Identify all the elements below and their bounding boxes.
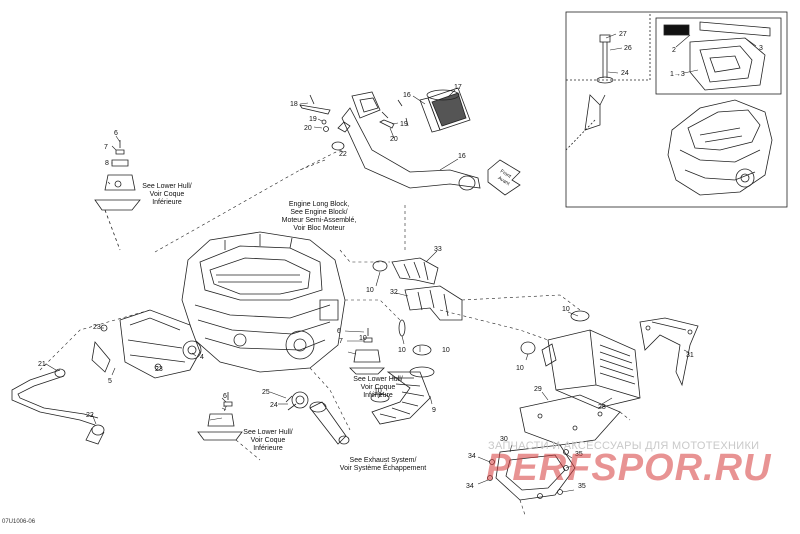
- callout-25: 27: [619, 31, 627, 38]
- callout-17: 20: [304, 125, 312, 132]
- vent-tube-part: [584, 34, 614, 131]
- callout-1-3: 1→3: [670, 71, 685, 78]
- intercooler-part: [541, 329, 641, 409]
- inset-cover-frame: [655, 17, 782, 95]
- callout-10-d: 10: [562, 306, 570, 313]
- note-engine-4: Voir Bloc Moteur: [293, 225, 345, 232]
- corrugated-hose-part: [371, 366, 435, 425]
- drain-hose-part: [11, 368, 99, 426]
- callout-5: 5: [108, 378, 112, 385]
- note-exhaust-1: See Exhaust System/: [350, 457, 417, 464]
- breather-parts: [299, 94, 409, 133]
- leader-lines: [45, 33, 757, 493]
- callout-3: 3: [759, 45, 763, 52]
- heat-shield-plate: [519, 394, 621, 446]
- engine-cover-part: [663, 21, 771, 91]
- note-lower-hull-top-1: See Lower Hull/: [142, 183, 191, 190]
- callout-10-b: 10: [398, 347, 406, 354]
- engine-mount-top: [94, 140, 141, 211]
- callout-10-g: 10: [359, 335, 367, 342]
- callout-10-e: 10: [516, 365, 524, 372]
- callout-22: 25: [262, 389, 270, 396]
- engine-mount-bottom: [197, 392, 243, 441]
- engine-mount-middle: [349, 328, 385, 375]
- callout-26: 28: [598, 404, 606, 411]
- callout-16-a: 19: [309, 116, 317, 123]
- callout-6-bottom: 6: [223, 393, 227, 400]
- callout-19-top: 22: [339, 151, 347, 158]
- callout-33: 34: [466, 483, 474, 490]
- note-engine-3: Moteur Semi-Assemblé,: [282, 217, 357, 224]
- callout-23-inset: 24: [621, 70, 629, 77]
- callout-27: 29: [534, 386, 542, 393]
- callout-19-bottom: 22: [86, 412, 94, 419]
- note-engine-2: See Engine Block/: [290, 209, 347, 216]
- callout-13: 17: [454, 84, 462, 91]
- air-filter-part: [419, 87, 471, 133]
- front-label: Front: [499, 169, 513, 181]
- inset-engine-illustration: [667, 99, 773, 196]
- callout-14: 18: [290, 101, 298, 108]
- callout-10-c: 10: [442, 347, 450, 354]
- clamp-part-19-bottom: [85, 424, 105, 445]
- callout-15: 19: [400, 121, 408, 128]
- inset-frame: [565, 11, 788, 208]
- callout-32: 34: [468, 453, 476, 460]
- note-lower-hull-mid-3: Inférieure: [363, 392, 393, 399]
- watermark-tagline: ЗАПЧАСТИ И АКСЕССУАРЫ ДЛЯ МОТОТЕХНИКИ: [488, 440, 760, 452]
- drawing-code: 07U1006-06: [2, 519, 36, 525]
- callout-11: 16: [458, 153, 466, 160]
- intake-pipe-part: [341, 91, 481, 191]
- exhaust-coupling: [285, 391, 350, 445]
- callout-10-f: 10: [374, 388, 382, 395]
- callout-6-top: 6: [114, 130, 118, 137]
- engine-block: [181, 231, 346, 373]
- callout-24: 26: [624, 45, 632, 52]
- note-lower-hull-top-3: Inférieure: [152, 199, 182, 206]
- note-lower-hull-mid-2: Voir Coque: [361, 384, 396, 391]
- note-lower-hull-top-2: Voir Coque: [150, 191, 185, 198]
- note-lower-hull-mid-1: See Lower Hull/: [353, 376, 402, 383]
- callout-4: 4: [200, 354, 204, 361]
- callout-31: 33: [434, 246, 442, 253]
- callout-7-bottom: 7: [223, 406, 227, 413]
- callout-30: 32: [390, 289, 398, 296]
- mounting-bracket-part: [639, 317, 699, 387]
- callout-16-b: 20: [390, 136, 398, 143]
- note-engine-1: Engine Long Block,: [289, 201, 349, 208]
- callout-28: 30: [500, 436, 508, 443]
- callout-10-a: 10: [366, 287, 374, 294]
- clamp-part-19: [331, 141, 345, 151]
- front-direction-arrow: [487, 159, 521, 196]
- callout-8: 8: [105, 160, 109, 167]
- callout-7-top: 7: [104, 144, 108, 151]
- callout-2: 2: [672, 47, 676, 54]
- callout-18: 21: [38, 361, 46, 368]
- callout-20-b: 23: [155, 366, 163, 373]
- note-exhaust-2: Voir Système Échappement: [340, 463, 426, 472]
- callout-20-a: 23: [93, 324, 101, 331]
- callout-29: 31: [686, 352, 694, 359]
- callout-21: 24: [270, 402, 278, 409]
- callout-7-mid: 7: [339, 338, 343, 345]
- callout-34-b: 35: [578, 483, 586, 490]
- callout-34-a: 35: [575, 451, 583, 458]
- note-lower-hull-bottom-1: See Lower Hull/: [243, 429, 292, 436]
- elbow-hoses: [391, 257, 463, 321]
- watermark-brand: PERFSPOR.RU: [486, 447, 772, 489]
- intake-manifold: [91, 309, 202, 379]
- reference-lines: [39, 149, 631, 516]
- callout-12: 16: [403, 92, 411, 99]
- note-lower-hull-bottom-3: Inférieure: [253, 445, 283, 452]
- callout-9: 9: [432, 407, 436, 414]
- note-lower-hull-bottom-2: Voir Coque: [251, 437, 286, 444]
- callout-6-mid: 6: [337, 328, 341, 335]
